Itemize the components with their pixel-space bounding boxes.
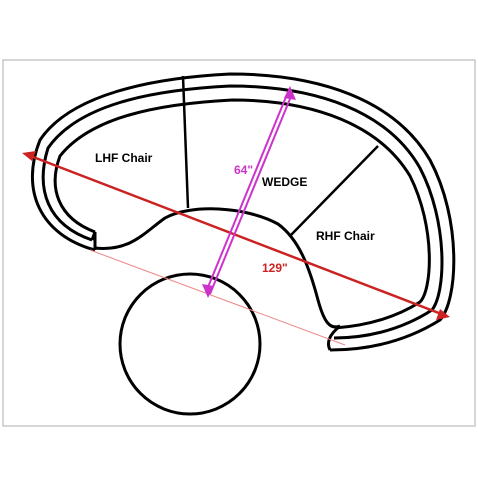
width-arrow-head-left <box>22 151 36 161</box>
seat-inner-edge <box>94 207 341 329</box>
sofa-back-line-3 <box>53 98 431 330</box>
depth-arrow-head-top <box>284 86 296 100</box>
width-arrow-head-right <box>436 309 450 320</box>
depth-arrow-line-b <box>209 93 293 295</box>
depth-arrow-head-bottom <box>202 284 214 298</box>
label-lhf-chair: LHF Chair <box>95 151 153 165</box>
divider-wedge-rhf <box>289 145 379 237</box>
label-width-dimension: 129" <box>262 261 288 275</box>
right-arm-end <box>326 324 341 351</box>
ottoman-circle <box>118 272 262 416</box>
width-guide-line <box>89 249 346 346</box>
depth-arrow-line-a <box>205 91 289 293</box>
label-depth-dimension: 64" <box>234 163 253 177</box>
label-wedge: WEDGE <box>262 175 307 189</box>
left-arm-end <box>90 231 97 250</box>
sofa-outer-outline <box>30 72 456 352</box>
divider-lhf-wedge <box>181 75 190 209</box>
label-rhf-chair: RHF Chair <box>316 229 375 243</box>
width-arrow-line <box>27 153 445 317</box>
